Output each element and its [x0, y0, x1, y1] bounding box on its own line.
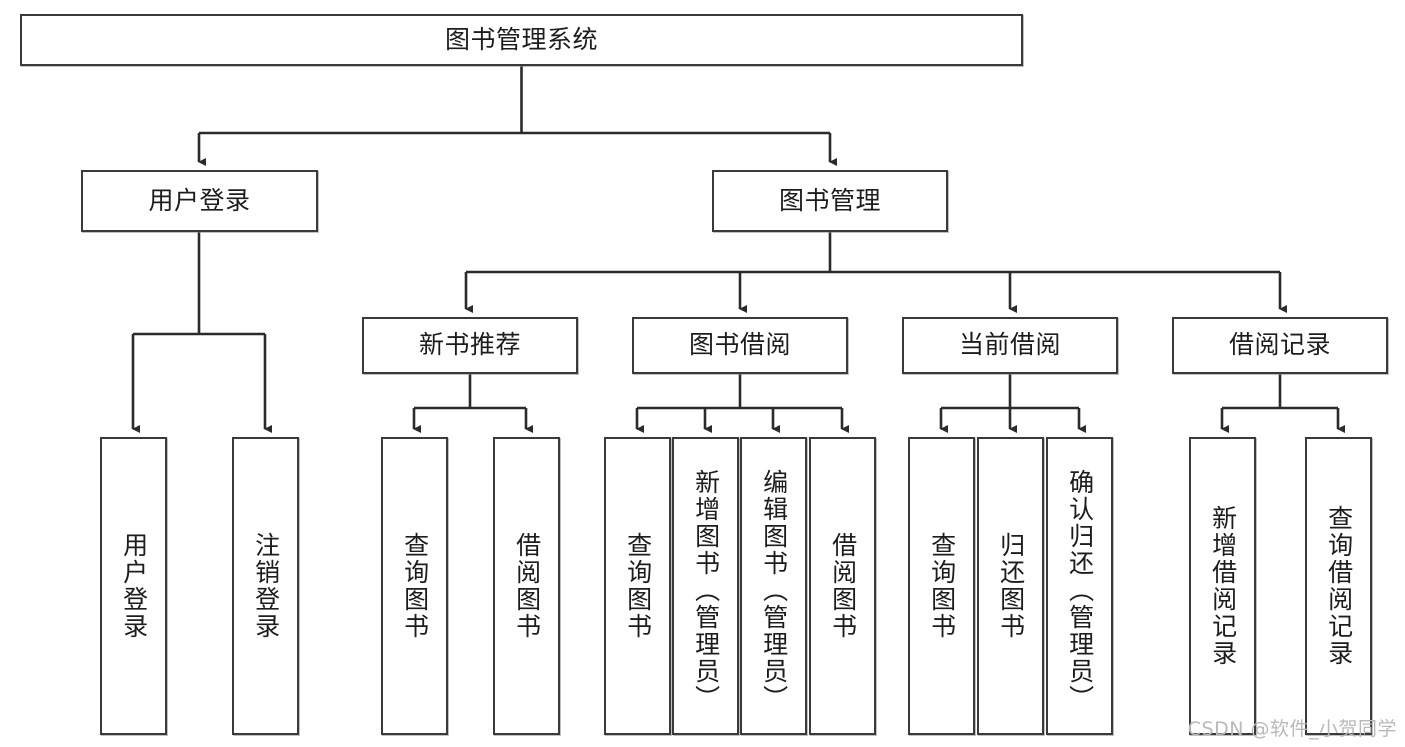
node-new-book-recommend-label: 新书推荐 [418, 330, 521, 360]
node-leaf-borrow-record-query[interactable]: 查询借阅记录 [1305, 437, 1372, 735]
node-leaf-current-borrow-return[interactable]: 归还图书 [977, 437, 1044, 735]
node-leaf-user-login-logout[interactable]: 注销登录 [232, 437, 299, 735]
node-leaf-book-borrow-add[interactable]: 新增图书（管理员） [672, 437, 739, 735]
node-book-borrow[interactable]: 图书借阅 [632, 317, 848, 374]
node-leaf-label: 归还图书 [996, 532, 1026, 640]
node-current-borrow[interactable]: 当前借阅 [902, 317, 1118, 374]
node-book-borrow-label: 图书借阅 [688, 330, 791, 360]
node-leaf-current-borrow-query[interactable]: 查询图书 [908, 437, 975, 735]
node-leaf-new-book-query[interactable]: 查询图书 [381, 437, 448, 735]
node-root-book-management-system[interactable]: 图书管理系统 [20, 14, 1023, 66]
node-borrow-record[interactable]: 借阅记录 [1172, 317, 1388, 374]
node-user-login-label: 用户登录 [148, 185, 251, 215]
node-leaf-label: 新增图书（管理员） [691, 468, 721, 712]
node-leaf-label: 确认归还（管理员） [1065, 468, 1095, 712]
node-leaf-label: 新增借阅记录 [1208, 505, 1238, 667]
node-leaf-label: 查询图书 [623, 532, 653, 640]
node-leaf-label: 用户登录 [119, 532, 149, 640]
node-leaf-new-book-borrow[interactable]: 借阅图书 [493, 437, 560, 735]
node-leaf-borrow-record-add[interactable]: 新增借阅记录 [1189, 437, 1256, 735]
node-leaf-label: 查询图书 [400, 532, 430, 640]
node-user-login[interactable]: 用户登录 [81, 170, 318, 232]
node-new-book-recommend[interactable]: 新书推荐 [362, 317, 578, 374]
node-root-label: 图书管理系统 [444, 24, 598, 54]
node-leaf-label: 借阅图书 [512, 532, 542, 640]
node-leaf-book-borrow-edit[interactable]: 编辑图书（管理员） [740, 437, 807, 735]
node-leaf-book-borrow-query[interactable]: 查询图书 [604, 437, 671, 735]
node-leaf-label: 注销登录 [251, 532, 281, 640]
node-leaf-label: 编辑图书（管理员） [759, 468, 789, 712]
node-leaf-book-borrow-borrow[interactable]: 借阅图书 [809, 437, 876, 735]
node-book-management-label: 图书管理 [778, 185, 881, 215]
node-borrow-record-label: 借阅记录 [1228, 330, 1331, 360]
node-leaf-label: 查询图书 [927, 532, 957, 640]
node-current-borrow-label: 当前借阅 [958, 330, 1061, 360]
node-leaf-current-borrow-confirm-return[interactable]: 确认归还（管理员） [1046, 437, 1113, 735]
csdn-watermark: CSDN @软件_小贺同学 [1187, 718, 1397, 740]
node-book-management[interactable]: 图书管理 [712, 170, 948, 232]
node-leaf-label: 借阅图书 [828, 532, 858, 640]
node-leaf-user-login-login[interactable]: 用户登录 [100, 437, 167, 735]
node-leaf-label: 查询借阅记录 [1324, 505, 1354, 667]
